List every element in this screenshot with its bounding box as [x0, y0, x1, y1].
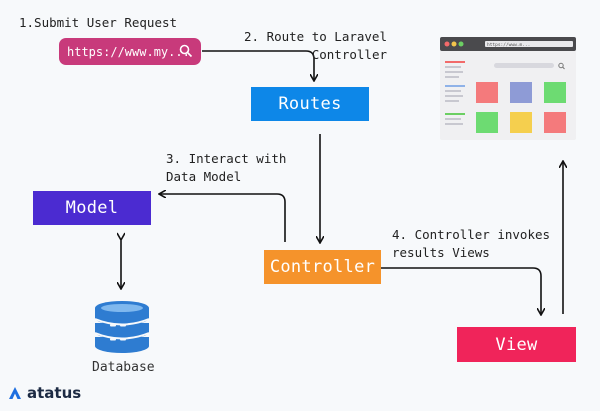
- brand-name: atatus: [27, 384, 82, 402]
- step-2-label: 2. Route to Laravel Controller: [241, 28, 387, 64]
- step-3-line-1: 3. Interact with: [166, 151, 287, 166]
- step-4-line-1: 4. Controller invokes: [392, 227, 551, 242]
- atatus-logo-icon: [9, 387, 21, 399]
- window-maximize-dot: [458, 41, 464, 47]
- step-1-label: 1.Submit User Request: [19, 15, 178, 30]
- step-4-line-2: results Views: [392, 245, 490, 260]
- step-2-line-1: 2. Route to Laravel: [244, 29, 387, 44]
- database-label: Database: [92, 360, 155, 375]
- routes-node: Routes: [251, 87, 369, 121]
- step-2-line-2: Controller: [311, 47, 387, 62]
- step-3-line-2: Data Model: [166, 169, 242, 184]
- window-minimize-dot: [451, 41, 457, 47]
- brand-logo: atatus: [8, 384, 81, 402]
- controller-node: Controller: [264, 250, 381, 284]
- search-icon: [179, 44, 193, 58]
- view-node: View: [457, 327, 576, 362]
- url-text: https://www.my...: [67, 44, 190, 59]
- window-close-dot: [444, 41, 450, 47]
- step-4-label: 4. Controller invokes results Views: [392, 226, 550, 262]
- arrow-request-to-routes: [202, 50, 314, 80]
- arrow-controller-to-model: [160, 194, 286, 242]
- url-search-bar[interactable]: https://www.my...: [59, 38, 201, 65]
- database-icon: [94, 301, 150, 353]
- step-3-label: 3. Interact with Data Model: [166, 150, 286, 186]
- browser-address-text: https://www.m...: [487, 42, 530, 48]
- arrow-controller-to-view: [381, 267, 541, 314]
- model-node: Model: [33, 191, 151, 225]
- browser-window-illustration: https://www.m...: [440, 37, 576, 140]
